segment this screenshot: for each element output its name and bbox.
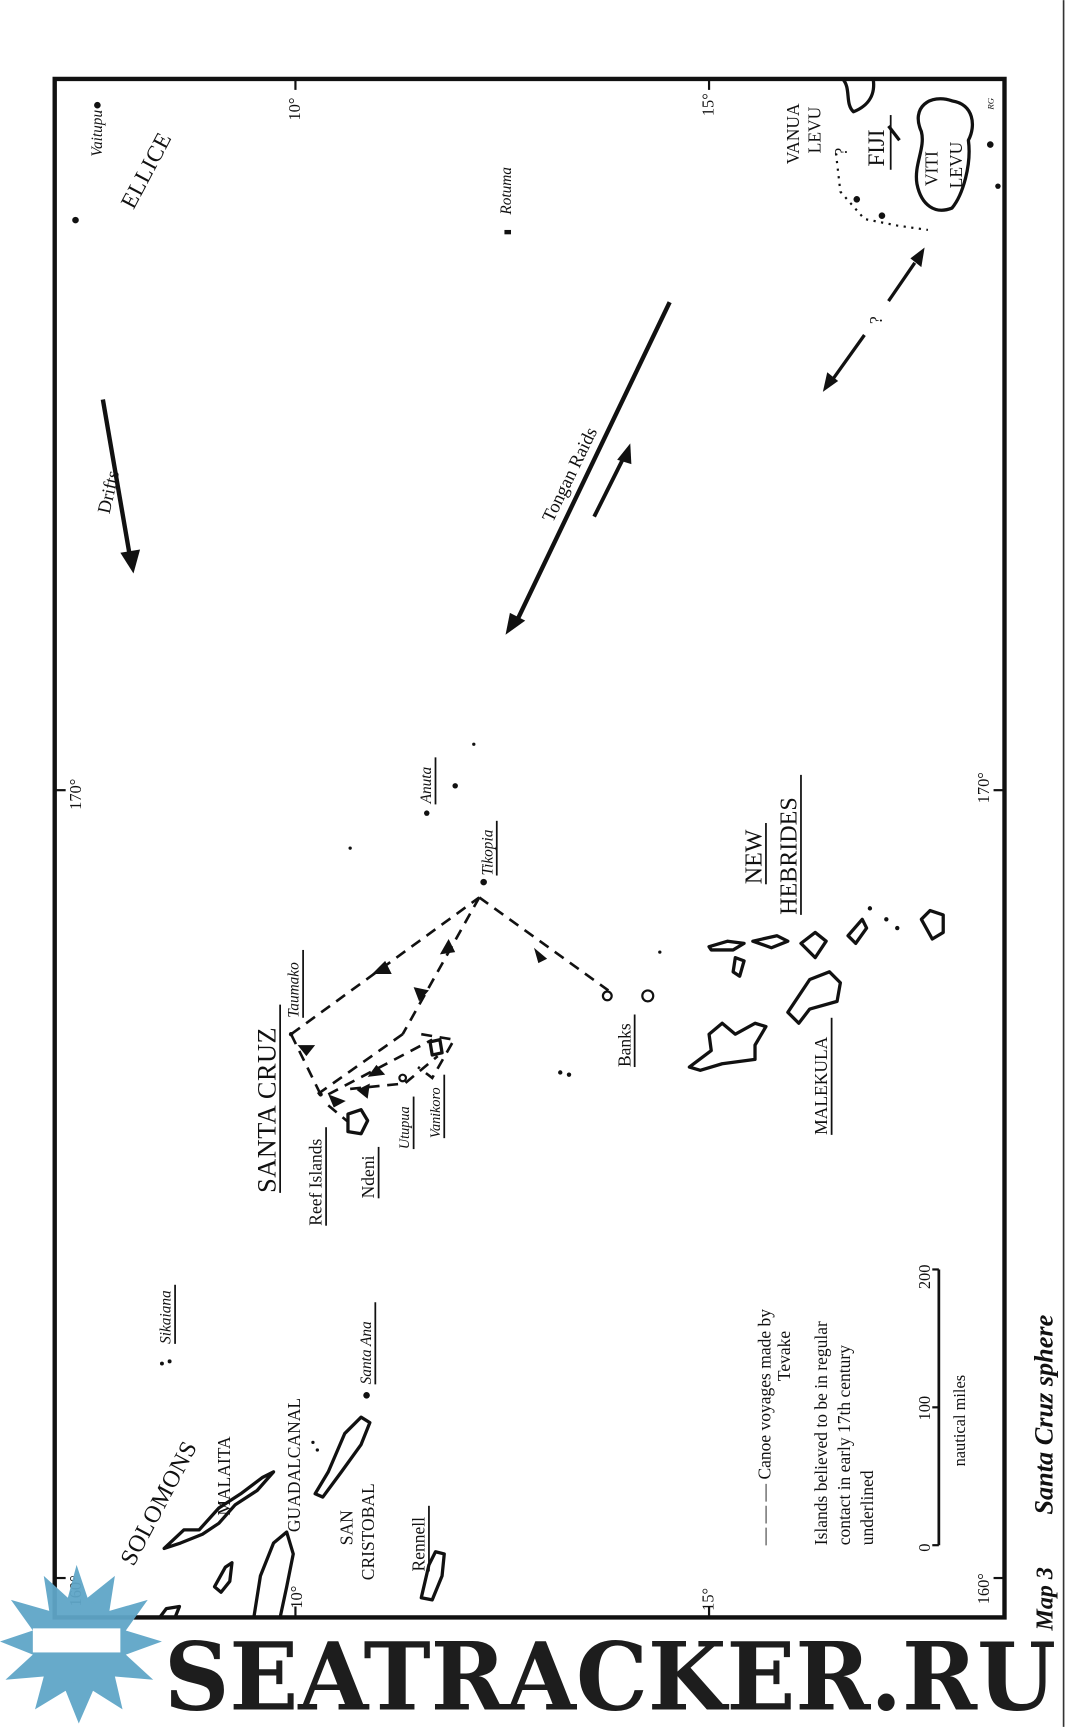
island-label-tikopia: Tikopia	[479, 829, 496, 875]
lat-label-15-bottom: 15°	[698, 1588, 717, 1611]
island-label-taumako: Taumako	[286, 962, 303, 1018]
region-label-viti-1: VITI	[922, 151, 942, 186]
santa-cruz-islands	[288, 950, 662, 1136]
ellice-island-dot	[72, 216, 79, 224]
tongan-raids-arrows	[505, 301, 672, 635]
scale-tick-100: 100	[915, 1396, 934, 1421]
island-label-utupua: Utupua	[397, 1106, 413, 1149]
legend: — — — Canoe voyages made by Tevake Islan…	[754, 1309, 877, 1546]
fiji-islands	[834, 77, 1001, 232]
legend-underline-line3: underlined	[857, 1470, 877, 1545]
region-label-vanua-1: VANUA	[783, 103, 803, 164]
watermark: SEATRACKER.RU	[0, 1564, 1056, 1727]
region-label-ellice: ELLICE	[116, 128, 177, 212]
region-label-vanua-2: LEVU	[805, 106, 825, 153]
island-label-sikaiana: Sikaiana	[158, 1290, 175, 1344]
lon-label-170-right: 170°	[974, 772, 993, 803]
caption-title: Santa Cruz sphere	[1030, 1314, 1059, 1514]
scale-bar: 0 100 200 nautical miles	[915, 1265, 969, 1552]
lon-label-160-right: 160°	[974, 1573, 993, 1604]
scale-tick-200: 200	[915, 1265, 934, 1290]
annotation-question-2: ?	[866, 316, 886, 324]
island-label-banks: Banks	[614, 1023, 634, 1067]
legend-underline-line2: contact in early 17th century	[834, 1345, 854, 1545]
lat-label-15-top: 15°	[698, 93, 717, 116]
scale-unit: nautical miles	[950, 1375, 969, 1467]
map-initials: RG	[986, 97, 996, 110]
region-label-fiji: FIJI	[864, 129, 889, 166]
rotuma-mark	[504, 229, 512, 235]
tikopia-dot	[480, 878, 487, 886]
scale-tick-0: 0	[915, 1544, 934, 1552]
fiji-contact-arrow	[822, 247, 925, 392]
region-label-new-hebrides-2: HEBRIDES	[777, 797, 803, 915]
voyage-routes	[289, 896, 610, 1123]
watermark-text: SEATRACKER.RU	[164, 1622, 1056, 1727]
region-label-new-hebrides-1: NEW	[742, 829, 768, 884]
graticule-ticks	[54, 78, 1005, 1618]
region-label-san-cristobal-1: SAN	[336, 1510, 356, 1545]
new-hebrides-islands	[687, 906, 945, 1072]
region-label-malaita: MALAITA	[214, 1436, 234, 1516]
legend-underline-line1: Islands believed to be in regular	[811, 1321, 831, 1545]
legend-voyage-symbol: — — —	[754, 1483, 774, 1546]
lon-label-170-left: 170°	[66, 779, 85, 810]
lat-label-10-bottom: 10°	[287, 1586, 306, 1609]
region-label-santa-cruz: SANTA CRUZ	[253, 1027, 282, 1193]
drifts-arrow	[100, 399, 141, 574]
island-label-santa-ana: Santa Ana	[358, 1321, 375, 1384]
region-label-malekula: MALEKULA	[811, 1036, 831, 1135]
legend-voyages-line1: Canoe voyages made by	[754, 1309, 774, 1480]
legend-voyages-line2: Tevake	[774, 1331, 794, 1382]
island-label-vaitupu: Vaitupu	[89, 110, 106, 157]
island-label-rotuma: Rotuma	[498, 167, 515, 216]
island-label-anuta: Anuta	[418, 766, 435, 804]
region-label-viti-2: LEVU	[946, 141, 966, 188]
annotation-question-1: ?	[831, 148, 851, 156]
region-label-guadalcanal: GUADALCANAL	[284, 1398, 304, 1532]
region-label-san-cristobal-2: CRISTOBAL	[358, 1483, 378, 1580]
island-label-reef-islands: Reef Islands	[306, 1139, 326, 1226]
island-label-ndeni: Ndeni	[358, 1155, 378, 1198]
map-frame	[52, 76, 1007, 1620]
region-label-solomons: SOLOMONS	[116, 1437, 203, 1570]
vaitupu-dot	[94, 101, 101, 109]
island-label-vanikoro: Vanikoro	[428, 1087, 444, 1138]
caption-number: Map 3	[1033, 1567, 1059, 1632]
island-label-rennell: Rennell	[409, 1517, 429, 1572]
lat-label-10-top: 10°	[285, 98, 304, 121]
